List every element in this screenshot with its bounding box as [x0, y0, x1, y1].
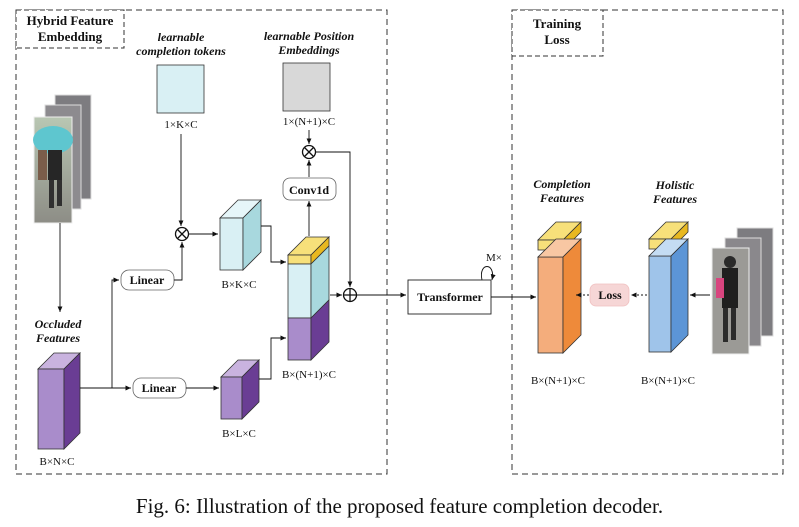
tokens-dim-label: 1×K×C	[164, 119, 197, 131]
linear-top-label: Linear	[130, 273, 165, 287]
multiply-op-tokens	[174, 226, 190, 242]
linear-bottom-label: Linear	[142, 381, 177, 395]
holistic-feature-stack	[648, 221, 689, 353]
blc-dim-label: B×L×C	[222, 428, 256, 440]
loss-box	[589, 283, 630, 307]
hybrid-embedding-tag	[15, 9, 125, 49]
holistic-dim-label: B×(N+1)×C	[641, 375, 695, 387]
conv1d-label: Conv1d	[289, 183, 329, 197]
multiply-op-position	[301, 144, 317, 160]
occluded-dim-label: B×N×C	[39, 456, 74, 468]
bkc-dim-label: B×K×C	[221, 279, 256, 291]
concat-dim-label: B×(N+1)×C	[282, 369, 336, 381]
conv1d-module	[282, 177, 337, 201]
loss-label: Loss	[598, 288, 622, 302]
completion-feature-stack	[537, 221, 582, 354]
hybrid-embedding-frame	[15, 9, 388, 475]
connections-left	[57, 130, 406, 391]
repeat-loop-arrow	[480, 266, 496, 281]
training-loss-frame	[511, 9, 784, 475]
position-embeddings-block	[282, 62, 331, 112]
blc-block	[220, 376, 243, 420]
pos-dim-label: 1×(N+1)×C	[283, 116, 335, 128]
completion-dim-label: B×(N+1)×C	[531, 375, 585, 387]
concat-feature-stack	[287, 236, 330, 361]
add-op	[342, 287, 358, 303]
bkc-block	[219, 217, 244, 271]
transformer-module	[407, 279, 492, 315]
occluded-pedestrian-image-stack	[33, 94, 92, 224]
repeat-label: M×	[486, 252, 502, 264]
completion-tokens-block	[156, 64, 205, 114]
training-loss-tag	[511, 9, 604, 57]
transformer-label: Transformer	[417, 290, 483, 304]
occluded-feature-block	[37, 368, 65, 450]
holistic-pedestrian-image-stack	[711, 227, 774, 355]
figure-caption: Fig. 6: Illustration of the proposed fea…	[135, 494, 664, 518]
